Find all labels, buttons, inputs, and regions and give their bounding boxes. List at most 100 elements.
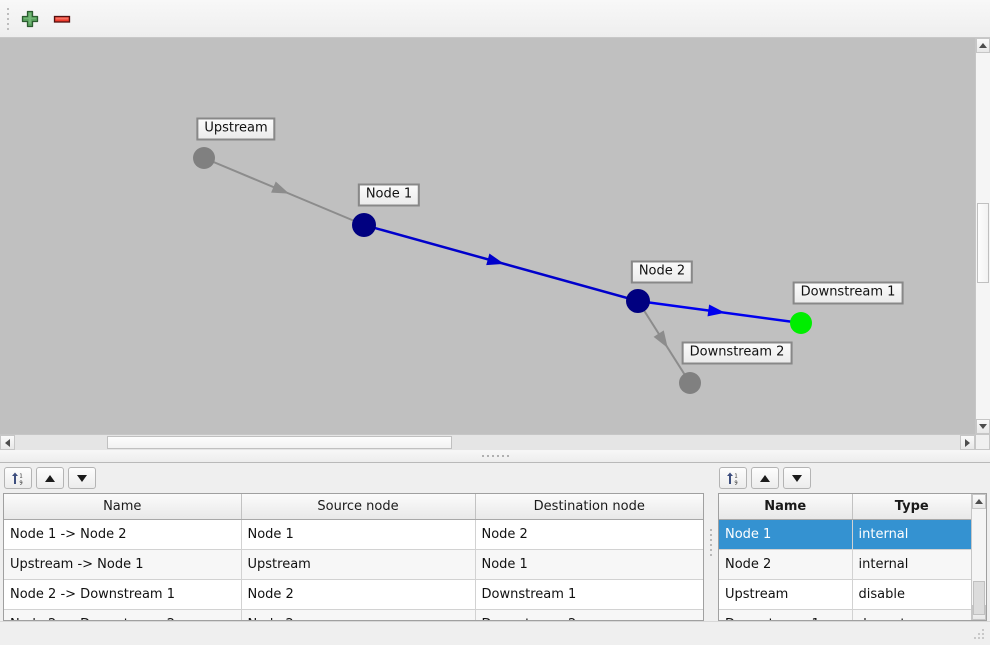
nodes-sort-button[interactable]: 1 9 (719, 467, 747, 489)
edges-move-down-button[interactable] (68, 467, 96, 489)
edges-cell-name[interactable]: Node 1 -> Node 2 (4, 519, 242, 550)
nodes-vscroll-thumb[interactable] (973, 581, 985, 615)
graph-node-label-node1[interactable]: Node 1 (357, 183, 421, 207)
nodes-scroll-up-button[interactable] (972, 494, 986, 509)
nodes-table-row[interactable]: Downstream 1downstream (719, 609, 971, 620)
triangle-down-icon (792, 474, 802, 482)
edges-cell-destination[interactable]: Node 1 (475, 549, 703, 580)
bottom-panes: 1 9 Name (0, 463, 990, 621)
vertical-splitter[interactable] (707, 463, 715, 621)
scroll-right-button[interactable] (960, 435, 975, 450)
nodes-cell-name[interactable]: Node 2 (719, 549, 853, 580)
graph-node-label-downstream2[interactable]: Downstream 2 (681, 341, 793, 365)
graph-node-downstream2[interactable] (679, 372, 701, 394)
svg-text:9: 9 (734, 480, 737, 486)
scroll-up-button[interactable] (976, 38, 990, 53)
nodes-cell-type[interactable]: downstream (852, 609, 971, 620)
edges-cell-name[interactable]: Upstream -> Node 1 (4, 549, 242, 580)
edge-arrowhead-node1-node2 (486, 253, 505, 266)
edges-cell-source[interactable]: Upstream (241, 549, 476, 580)
toolbar-drag-handle[interactable] (3, 6, 13, 32)
edges-sort-button[interactable]: 1 9 (4, 467, 32, 489)
nodes-cell-type[interactable]: disable (852, 579, 971, 610)
nodes-cell-name[interactable]: Node 1 (719, 519, 853, 550)
edges-col-destination[interactable]: Destination node (475, 494, 703, 520)
graph-node-label-downstream1[interactable]: Downstream 1 (792, 281, 904, 305)
triangle-down-icon (77, 474, 87, 482)
edges-table-scroll[interactable]: Name Source node Destination node Node 1… (4, 494, 703, 620)
edges-cell-destination[interactable]: Node 2 (475, 519, 703, 550)
svg-text:1: 1 (19, 473, 22, 479)
edges-table-header-row: Name Source node Destination node (4, 494, 703, 520)
nodes-col-type[interactable]: Type (852, 494, 971, 520)
graph-horizontal-scrollbar[interactable] (0, 434, 975, 450)
graph-vertical-scrollbar[interactable] (975, 38, 990, 434)
status-bar (0, 621, 990, 645)
scroll-down-button[interactable] (976, 419, 990, 434)
graph-node-label-upstream[interactable]: Upstream (196, 117, 276, 141)
splitter-grip-icon (481, 455, 509, 457)
edges-cell-destination[interactable]: Downstream 1 (475, 579, 703, 610)
graph-node-node1[interactable] (352, 213, 376, 237)
resize-grip-icon[interactable] (974, 629, 988, 643)
chevron-right-icon (965, 438, 970, 447)
sort-ascending-icon: 1 9 (12, 472, 23, 486)
chevron-down-icon (979, 424, 987, 429)
nodes-cell-name[interactable]: Upstream (719, 579, 853, 610)
graph-svg (193, 147, 812, 394)
graph-vscroll-track[interactable] (976, 53, 990, 419)
edges-cell-source[interactable]: Node 2 (241, 609, 476, 620)
graph-hscroll-track[interactable] (15, 435, 960, 450)
graph-node-node2[interactable] (626, 289, 650, 313)
nodes-cell-type[interactable]: internal (852, 519, 971, 550)
horizontal-splitter[interactable] (0, 450, 990, 463)
nodes-table-header-row: Name Type (719, 494, 971, 520)
nodes-move-down-button[interactable] (783, 467, 811, 489)
edges-pane: 1 9 Name (0, 463, 707, 621)
edges-cell-destination[interactable]: Downstream 2 (475, 609, 703, 620)
minus-icon (53, 15, 71, 23)
sort-ascending-icon: 1 9 (727, 472, 738, 486)
scroll-left-button[interactable] (0, 435, 15, 450)
graph-node-downstream1[interactable] (790, 312, 812, 334)
remove-node-button[interactable] (47, 4, 77, 34)
triangle-up-icon (760, 474, 770, 482)
edges-cell-name[interactable]: Node 2 -> Downstream 2 (4, 609, 242, 620)
svg-text:9: 9 (19, 480, 22, 486)
edges-cell-source[interactable]: Node 2 (241, 579, 476, 610)
edges-cell-source[interactable]: Node 1 (241, 519, 476, 550)
scrollbar-corner (975, 434, 990, 450)
nodes-vscroll-track[interactable] (972, 509, 986, 615)
graph-hscroll-thumb[interactable] (107, 436, 452, 449)
add-node-button[interactable] (15, 4, 45, 34)
nodes-move-up-button[interactable] (751, 467, 779, 489)
edges-toolbar: 1 9 (0, 463, 707, 493)
nodes-vertical-scrollbar[interactable] (971, 494, 986, 620)
graph-node-upstream[interactable] (193, 147, 215, 169)
edges-col-source[interactable]: Source node (241, 494, 476, 520)
nodes-pane: 1 9 Name (715, 463, 990, 621)
graph-vscroll-thumb[interactable] (977, 203, 989, 283)
edges-col-name[interactable]: Name (4, 494, 242, 520)
edges-cell-name[interactable]: Node 2 -> Downstream 1 (4, 579, 242, 610)
nodes-col-name[interactable]: Name (719, 494, 853, 520)
graph-hscroll-row (0, 434, 990, 450)
nodes-cell-type[interactable]: internal (852, 549, 971, 580)
nodes-cell-name[interactable]: Downstream 1 (719, 609, 853, 620)
edges-move-up-button[interactable] (36, 467, 64, 489)
graph-node-label-node2[interactable]: Node 2 (630, 260, 694, 284)
